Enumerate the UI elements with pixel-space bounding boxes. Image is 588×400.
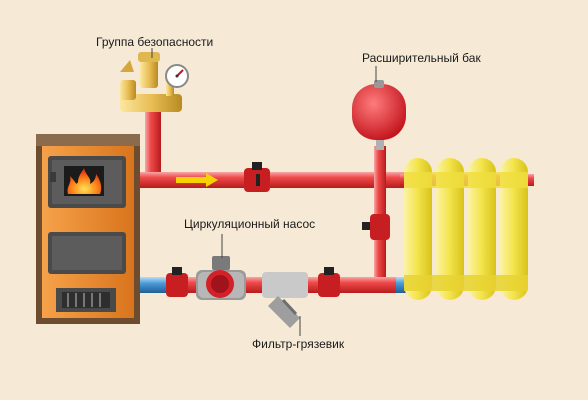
expansion-tank xyxy=(352,80,406,150)
expansion-tank-label: Расширительный бак xyxy=(362,51,481,65)
safety-valve xyxy=(140,58,158,88)
safety-group-label: Группа безопасности xyxy=(96,35,213,49)
boiler xyxy=(36,134,140,324)
supply-ball-valve xyxy=(244,162,270,192)
return-ball-valve-left xyxy=(166,267,188,297)
mud-filter-label: Фильтр-грязевик xyxy=(252,337,345,351)
mud-filter xyxy=(262,272,308,328)
firebox-door xyxy=(48,156,126,208)
ash-door xyxy=(48,232,126,274)
ash-grate xyxy=(56,288,116,312)
flow-arrow-icon xyxy=(176,173,218,187)
return-ball-valve-right xyxy=(318,267,340,297)
tank-ball-valve xyxy=(362,214,390,240)
flame-icon xyxy=(67,168,102,194)
circulation-pump xyxy=(196,256,246,300)
supply-riser xyxy=(145,108,161,180)
circulation-pump-label: Циркуляционный насос xyxy=(184,217,315,231)
safety-group xyxy=(120,52,189,112)
air-vent xyxy=(120,60,134,72)
radiator xyxy=(400,158,534,300)
